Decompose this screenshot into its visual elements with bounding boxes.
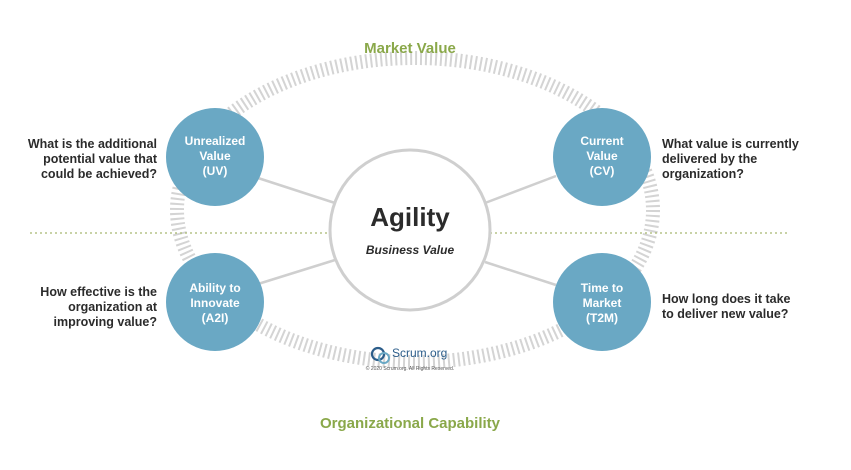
node-circle-cv xyxy=(553,108,651,206)
question-line: could be achieved? xyxy=(40,167,157,181)
question-line: organization at xyxy=(68,300,157,314)
node-label-line: Unrealized xyxy=(184,134,246,148)
question-line: potential value that xyxy=(43,152,157,166)
scrum-logo-icon xyxy=(370,346,390,364)
node-label-a2i: Ability to Innovate (A2I) xyxy=(166,281,264,326)
question-line: What value is currently xyxy=(662,137,799,151)
question-line: delivered by the xyxy=(662,152,758,166)
node-circle-uv xyxy=(166,108,264,206)
connector-cv xyxy=(484,174,557,205)
question-uv: What is the additional potential value t… xyxy=(5,137,157,182)
node-circle-a2i xyxy=(166,253,264,351)
question-line: improving value? xyxy=(53,315,158,329)
question-line: How long does it take xyxy=(662,292,791,306)
node-label-line: Time to xyxy=(580,281,624,295)
node-label-line: Innovate xyxy=(190,296,240,310)
node-label-uv: Unrealized Value (UV) xyxy=(166,134,264,179)
node-circle-t2m xyxy=(553,253,651,351)
logo-text: Scrum.org xyxy=(392,346,448,360)
node-label-line: Current xyxy=(580,134,624,148)
center-circle xyxy=(328,148,492,312)
heading-market-value: Market Value xyxy=(364,40,456,57)
copyright-text: © 2020 Scrum.org. All Rights Reserved. xyxy=(365,366,455,372)
node-label-line: Value xyxy=(586,149,618,163)
question-line: How effective is the xyxy=(40,285,157,299)
node-label-line: (T2M) xyxy=(586,311,618,325)
connector-a2i xyxy=(257,258,336,286)
center-subtitle: Business Value xyxy=(365,243,455,257)
node-label-cv: Current Value (CV) xyxy=(553,134,651,179)
node-label-line: Ability to xyxy=(189,281,241,295)
question-t2m: How long does it take to deliver new val… xyxy=(662,292,842,322)
heading-organizational-capability: Organizational Capability xyxy=(319,415,501,432)
question-line: to deliver new value? xyxy=(662,307,789,321)
outer-ring xyxy=(170,51,660,369)
center-title: Agility xyxy=(370,202,450,232)
connector-t2m xyxy=(484,260,557,287)
question-line: What is the additional xyxy=(27,137,157,151)
node-label-line: (A2I) xyxy=(201,311,229,325)
node-label-line: Value xyxy=(199,149,231,163)
connector-uv xyxy=(257,176,336,205)
node-label-line: Market xyxy=(582,296,622,310)
node-label-line: (CV) xyxy=(589,164,615,178)
node-label-line: (UV) xyxy=(202,164,228,178)
question-cv: What value is currently delivered by the… xyxy=(662,137,842,182)
question-line: organization? xyxy=(662,167,744,181)
question-a2i: How effective is the organization at imp… xyxy=(5,285,157,330)
node-label-t2m: Time to Market (T2M) xyxy=(553,281,651,326)
